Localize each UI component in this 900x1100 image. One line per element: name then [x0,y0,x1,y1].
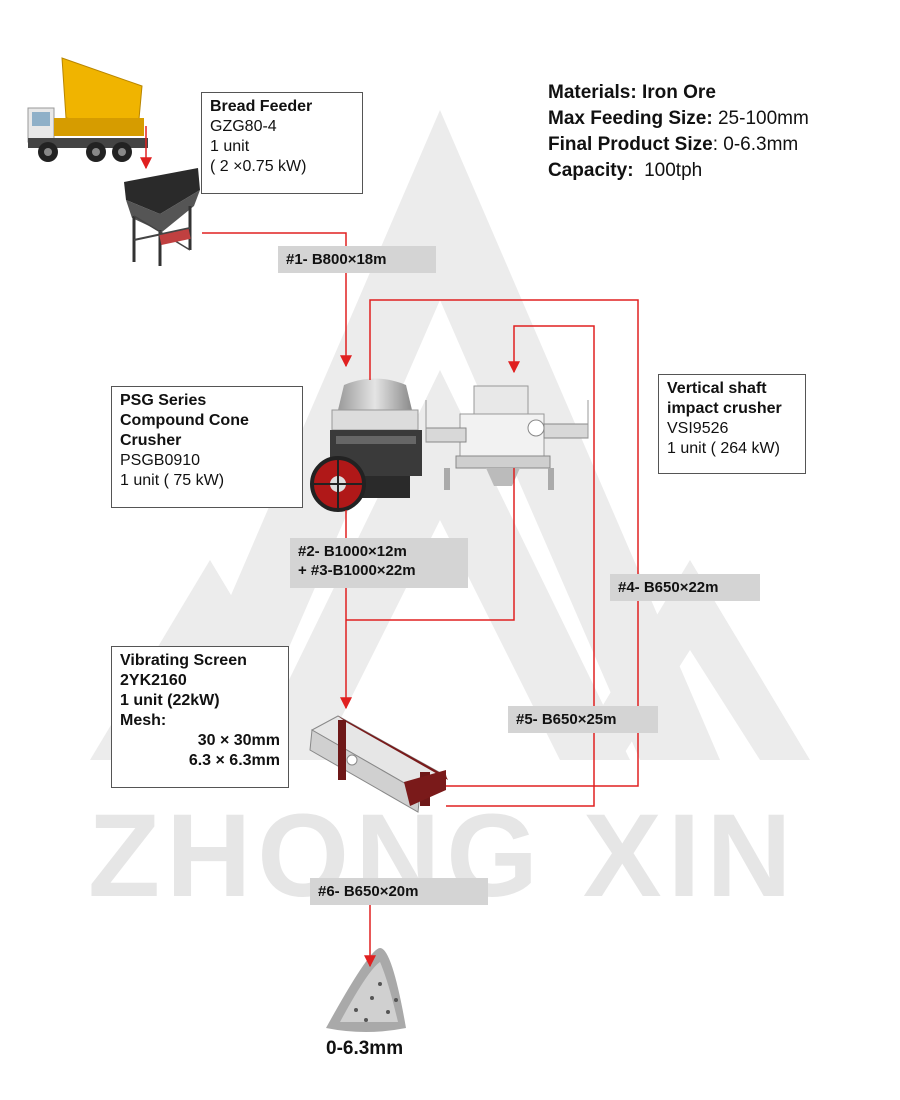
vsi-name-2: impact crusher [667,400,782,417]
conveyor-tag-6: #6- B650×20m [310,878,488,905]
feeder-info-box: Bread Feeder GZG80-4 1 unit ( 2 ×0.75 kW… [201,92,363,194]
vibrating-screen-machine [309,715,448,813]
spec-max-feeding: Max Feeding Size: 25-100mm [548,108,809,129]
vsi-name-1: Vertical shaft [667,380,767,397]
flow-screen-return-to-cone [369,299,639,787]
conveyor-tag-5: #5- B650×25m [508,706,658,733]
spec-final-size: Final Product Size: 0-6.3mm [548,134,799,155]
bread-feeder-machine [124,168,200,266]
vsi-crusher-machine [425,385,589,490]
flow-screen-to-vsi [446,325,595,807]
flow-lines [140,126,639,968]
specs-panel: Materials: Iron Ore Max Feeding Size: 25… [548,80,809,184]
spec-materials: Materials: Iron Ore [548,82,716,103]
screen-qty: 1 unit (22kW) [120,692,220,709]
cone-qty: 1 unit ( 75 kW) [120,472,225,489]
screen-model: 2YK2160 [120,672,187,689]
flow-feeder-to-cone [202,232,352,368]
feeder-name: Bread Feeder [210,98,313,115]
vsi-qty: 1 unit ( 264 kW) [667,440,780,457]
screen-mesh-2: 6.3 × 6.3mm [188,752,280,769]
dump-truck-icon [27,57,148,162]
screen-mesh-label: Mesh: [120,712,167,729]
cone-model: PSGB0910 [120,452,201,469]
cone-name-2: Compound Cone [120,412,249,429]
conveyor-tag-2: #2- B1000×12m [298,543,407,560]
vsi-info-box: Vertical shaft impact crusher VSI9526 1 … [658,374,806,474]
screen-name: Vibrating Screen [120,652,247,669]
conveyor-tag-3: + #3-B1000×22m [298,562,416,579]
cone-info-box: PSG Series Compound Cone Crusher PSGB091… [111,386,303,508]
cone-crusher-machine [310,378,422,512]
cone-name-3: Crusher [120,432,182,449]
spec-capacity: Capacity: 100tph [548,160,703,181]
product-label: 0-6.3mm [326,1038,404,1059]
feeder-model: GZG80-4 [210,118,277,135]
conveyor-tag-1: #1- B800×18m [278,246,436,273]
conveyor-tag-4: #4- B650×22m [610,574,760,601]
product-pile-icon [326,948,406,1032]
feeder-qty: 1 unit [210,138,250,155]
vsi-model: VSI9526 [667,420,729,437]
cone-name-1: PSG Series [120,392,207,409]
conveyor-tag-2-3: #2- B1000×12m + #3-B1000×22m [290,538,468,588]
feeder-power: ( 2 ×0.75 kW) [210,158,307,175]
flow-vsi-to-screen [346,468,515,621]
screen-info-box: Vibrating Screen 2YK2160 1 unit (22kW) M… [111,646,289,788]
screen-mesh-1: 30 × 30mm [197,732,280,749]
